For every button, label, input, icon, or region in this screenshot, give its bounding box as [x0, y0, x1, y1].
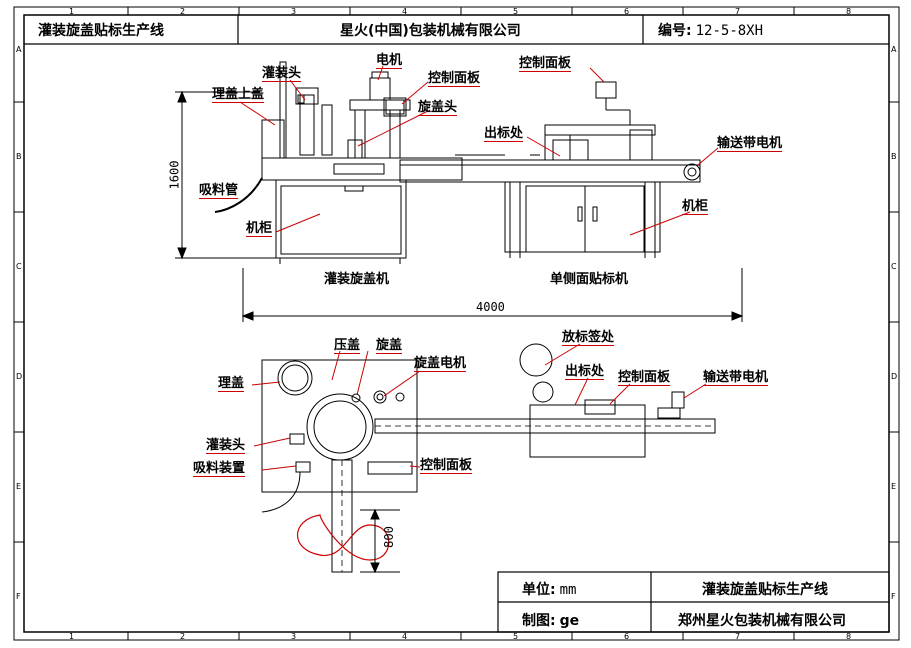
label-label-out-top: 出标处	[565, 364, 605, 380]
label-conveyor-motor: 输送带电机	[717, 136, 783, 152]
col-label: 7	[735, 632, 741, 641]
label-screw-cap: 旋盖	[376, 338, 403, 354]
dim-width: 4000	[476, 300, 505, 314]
unit-cell: 单位:mm	[522, 579, 576, 599]
row-label: E	[16, 482, 22, 491]
title-number: 编号:12-5-8XH	[658, 20, 763, 40]
row-label: F	[16, 592, 21, 601]
col-label: 2	[180, 7, 186, 16]
col-label: 3	[291, 632, 297, 641]
top-view	[261, 343, 716, 573]
title-company: 星火(中国)包装机械有限公司	[340, 23, 521, 39]
red-scribble	[296, 514, 390, 561]
col-label: 1	[69, 7, 75, 16]
col-label: 5	[513, 632, 519, 641]
label-capping-head: 旋盖头	[418, 100, 458, 116]
col-label: 2	[180, 632, 186, 641]
label-cap-sorter: 理盖	[218, 376, 245, 392]
label-filling-head-top: 灌装头	[206, 438, 246, 454]
unit-label: 单位:	[522, 582, 556, 598]
label-press-cap: 压盖	[334, 338, 361, 354]
label-cap-sorter-top: 理盖上盖	[212, 87, 265, 103]
row-label: A	[891, 45, 897, 54]
row-label: C	[16, 262, 22, 271]
col-label: 6	[624, 632, 630, 641]
col-label: 6	[624, 7, 630, 16]
label-conveyor-motor-top: 输送带电机	[703, 370, 769, 386]
label-filling-head: 灌装头	[262, 66, 302, 82]
leader-lines-top	[251, 343, 707, 471]
grid-ticks	[14, 7, 899, 640]
title-block-bottom	[497, 571, 890, 633]
row-label: C	[891, 262, 897, 271]
label-cap-motor: 旋盖电机	[414, 356, 467, 372]
col-label: 3	[291, 7, 297, 16]
title-product: 灌装旋盖贴标生产线	[38, 23, 164, 39]
label-label-out: 出标处	[484, 126, 524, 142]
label-suction-pipe: 吸料管	[199, 183, 239, 199]
col-label: 5	[513, 7, 519, 16]
outer-frame	[13, 6, 900, 641]
conveyor-chain	[341, 425, 715, 572]
label-machine-right: 单侧面贴标机	[550, 272, 629, 287]
drawn-value: ge	[559, 613, 580, 629]
drawn-label: 制图:	[522, 613, 556, 629]
col-label: 1	[69, 632, 75, 641]
dim-800	[360, 508, 400, 574]
label-control-panel-right: 控制面板	[618, 370, 671, 386]
row-label: B	[16, 152, 22, 161]
col-label: 4	[402, 632, 408, 641]
front-view	[261, 61, 701, 264]
label-cabinet-left: 机柜	[246, 221, 273, 237]
label-cabinet-right: 机柜	[682, 199, 709, 215]
label-label-place: 放标签处	[562, 330, 615, 346]
suction-pipe	[214, 177, 263, 213]
col-label: 8	[846, 632, 852, 641]
suction-cable	[261, 471, 301, 513]
inner-frame	[23, 14, 890, 633]
label-control-panel-2: 控制面板	[519, 56, 572, 72]
col-label: 4	[402, 7, 408, 16]
label-control-panel-1: 控制面板	[428, 71, 481, 87]
row-label: B	[891, 152, 897, 161]
row-label: D	[16, 372, 23, 381]
dimension-lines	[175, 90, 744, 322]
row-label: F	[891, 592, 896, 601]
label-suction-device: 吸料装置	[193, 461, 246, 477]
row-label: E	[891, 482, 897, 491]
dim-height: 1600	[167, 160, 182, 190]
bottom-product: 灌装旋盖贴标生产线	[702, 582, 828, 598]
drawn-cell: 制图:ge	[522, 610, 579, 630]
dim-length: 800	[381, 526, 396, 548]
label-machine-left: 灌装旋盖机	[324, 272, 390, 287]
leader-lines-front	[239, 65, 719, 236]
row-label: A	[16, 45, 22, 54]
col-label: 8	[846, 7, 852, 16]
unit-value: mm	[559, 582, 577, 598]
label-motor: 电机	[376, 53, 403, 69]
number-value: 12-5-8XH	[695, 23, 764, 39]
row-label: D	[891, 372, 898, 381]
number-label: 编号:	[658, 23, 692, 39]
bottom-company: 郑州星火包装机械有限公司	[678, 613, 846, 629]
title-block-top	[24, 15, 889, 45]
col-label: 7	[735, 7, 741, 16]
label-control-panel-left: 控制面板	[420, 458, 473, 474]
